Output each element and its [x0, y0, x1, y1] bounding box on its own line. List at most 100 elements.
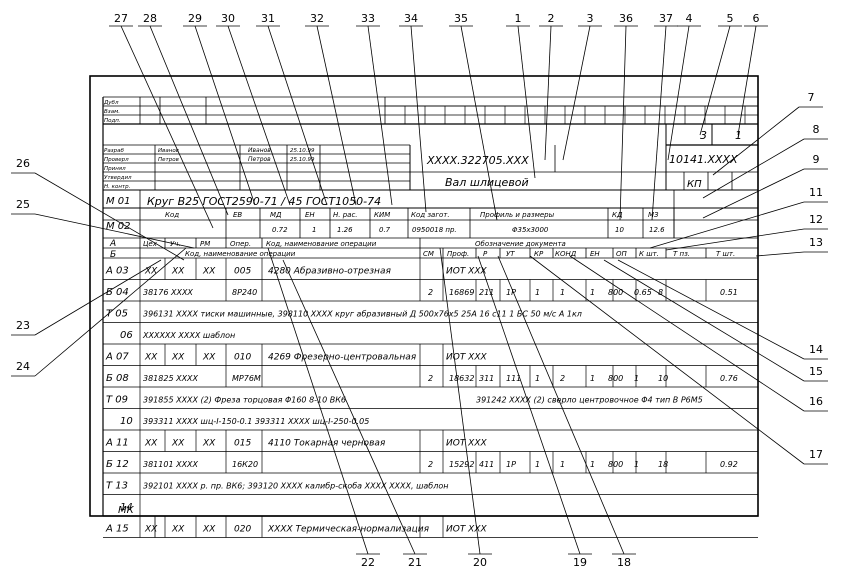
- callout-number: 9: [813, 153, 820, 166]
- row-code: А 03: [105, 266, 129, 277]
- equipment-cell: 2: [428, 460, 433, 469]
- role-utverdil: Утвердил: [104, 175, 132, 181]
- value-en: 1: [312, 226, 316, 234]
- callout-leader: [477, 255, 581, 555]
- callout-leader: [267, 247, 369, 555]
- callout-number: 4: [686, 12, 693, 25]
- head-kod-operacii: Код, наименование операции: [266, 240, 377, 248]
- head-ev: ЕВ: [233, 211, 242, 219]
- head-en: ЕН: [305, 211, 315, 219]
- callout-leader: [665, 228, 805, 251]
- equipment-cell: 1: [560, 288, 565, 297]
- callout-number: 7: [808, 91, 815, 104]
- callout-number: 35: [454, 12, 468, 25]
- equipment-cell: 1Р: [506, 288, 516, 297]
- callout-leader: [529, 255, 805, 465]
- equipment-cell: 111: [506, 374, 521, 383]
- head-sm: СМ: [423, 250, 434, 258]
- callout-leader: [617, 259, 805, 360]
- callout-leader: [497, 255, 625, 555]
- head-kim: КИМ: [374, 211, 390, 219]
- row-code: Т 13: [106, 481, 128, 492]
- value-mz: 12.6: [649, 226, 665, 234]
- route-cell: ХХ: [144, 525, 158, 535]
- head-rm: РМ: [200, 240, 210, 248]
- equipment-cell: 2: [560, 374, 565, 383]
- callout-leader: [702, 168, 805, 219]
- part-name: Вал шлицевой: [445, 176, 529, 189]
- route-cell: 010: [234, 353, 251, 363]
- head-b-kod: Код, наименование операции: [185, 250, 296, 258]
- callout-leader: [410, 25, 427, 213]
- route-cell: 005: [234, 267, 251, 277]
- equipment-cell: 800: [608, 288, 623, 297]
- callout-leader: [667, 25, 690, 161]
- tooling-text-2: 391242 ХХХХ (2) сверло центровочное Φ4 т…: [476, 396, 703, 405]
- callout-number: 19: [573, 556, 587, 569]
- document-type: КП: [687, 179, 702, 190]
- tooling-text: 391855 ХХХХ (2) Фреза торцовая Φ160 8-10…: [143, 396, 346, 405]
- callout-number: 6: [753, 12, 760, 25]
- callout-leader: [439, 247, 481, 555]
- callout-number: 11: [809, 186, 823, 199]
- head-r: Р: [483, 250, 488, 258]
- name-petrov: Петров: [158, 157, 179, 163]
- equipment-cell: 1: [535, 374, 540, 383]
- equipment-cell: 18632: [449, 374, 474, 383]
- callout-number: 18: [617, 556, 631, 569]
- row-code: А 15: [105, 524, 129, 535]
- callout-number: 30: [221, 12, 235, 25]
- route-cell: ХХ: [144, 439, 158, 449]
- equipment-cell: 18: [658, 460, 668, 469]
- equipment-cell: 411: [479, 460, 494, 469]
- tooling-text: ХХХХХХ ХХХХ шаблон: [142, 331, 235, 340]
- callout-leader: [34, 247, 187, 377]
- route-cell: 015: [234, 439, 251, 449]
- head-tst: Т шт.: [716, 250, 735, 258]
- callout-number: 36: [619, 12, 633, 25]
- callout-number: 12: [809, 213, 823, 226]
- value-kim: 0.7: [379, 226, 391, 234]
- callout-number: 27: [114, 12, 128, 25]
- equipment-cell: 8Р240: [232, 288, 257, 297]
- callout-number: 1: [515, 12, 522, 25]
- route-cell: ХХ: [171, 439, 185, 449]
- callout-leader: [755, 251, 805, 257]
- row-code: 14: [120, 502, 133, 513]
- equipment-cell: 0.65: [634, 288, 652, 297]
- callout-number: 23: [16, 319, 30, 332]
- signature-ivanov: Иванов: [248, 147, 271, 154]
- callout-number: 8: [813, 123, 820, 136]
- row-code: Б 08: [106, 373, 129, 384]
- row-code: Б 04: [106, 287, 129, 298]
- callout-leader: [737, 25, 757, 136]
- form-frame: [89, 75, 759, 538]
- equipment-cell: 1: [634, 374, 639, 383]
- head-ut: УТ: [506, 250, 515, 258]
- callout-number: 17: [809, 448, 823, 461]
- callout-leader: [712, 106, 800, 176]
- tooling-text: 396131 ХХХХ тиски машинные, 398110 ХХХХ …: [143, 310, 582, 319]
- sheet-number: 1: [735, 129, 742, 142]
- equipment-cell: 800: [608, 374, 623, 383]
- route-cell: ИОТ ХХХ: [446, 525, 488, 535]
- callout-leader: [267, 25, 328, 206]
- value-md: 0.72: [272, 226, 288, 234]
- head-b-code: Б: [110, 250, 116, 260]
- equipment-cell: 1: [535, 460, 540, 469]
- equipment-cell: 1: [590, 374, 595, 383]
- route-cell: ИОТ ХХХ: [446, 267, 488, 277]
- callout-number: 32: [310, 12, 324, 25]
- role-prinyal: Принял: [104, 166, 126, 172]
- footer-mk: МК: [118, 505, 135, 516]
- callout-leader: [149, 25, 229, 216]
- row-code: 06: [120, 330, 133, 341]
- head-profile: Профиль и размеры: [480, 211, 555, 219]
- code-dubl: Дубл: [103, 100, 119, 106]
- head-uch: Уч.: [170, 240, 181, 248]
- callout-number: 34: [404, 12, 418, 25]
- role-nkontr: Н. контр.: [104, 184, 131, 190]
- callout-number: 24: [16, 360, 30, 373]
- role-razrab: Разраб: [104, 148, 124, 154]
